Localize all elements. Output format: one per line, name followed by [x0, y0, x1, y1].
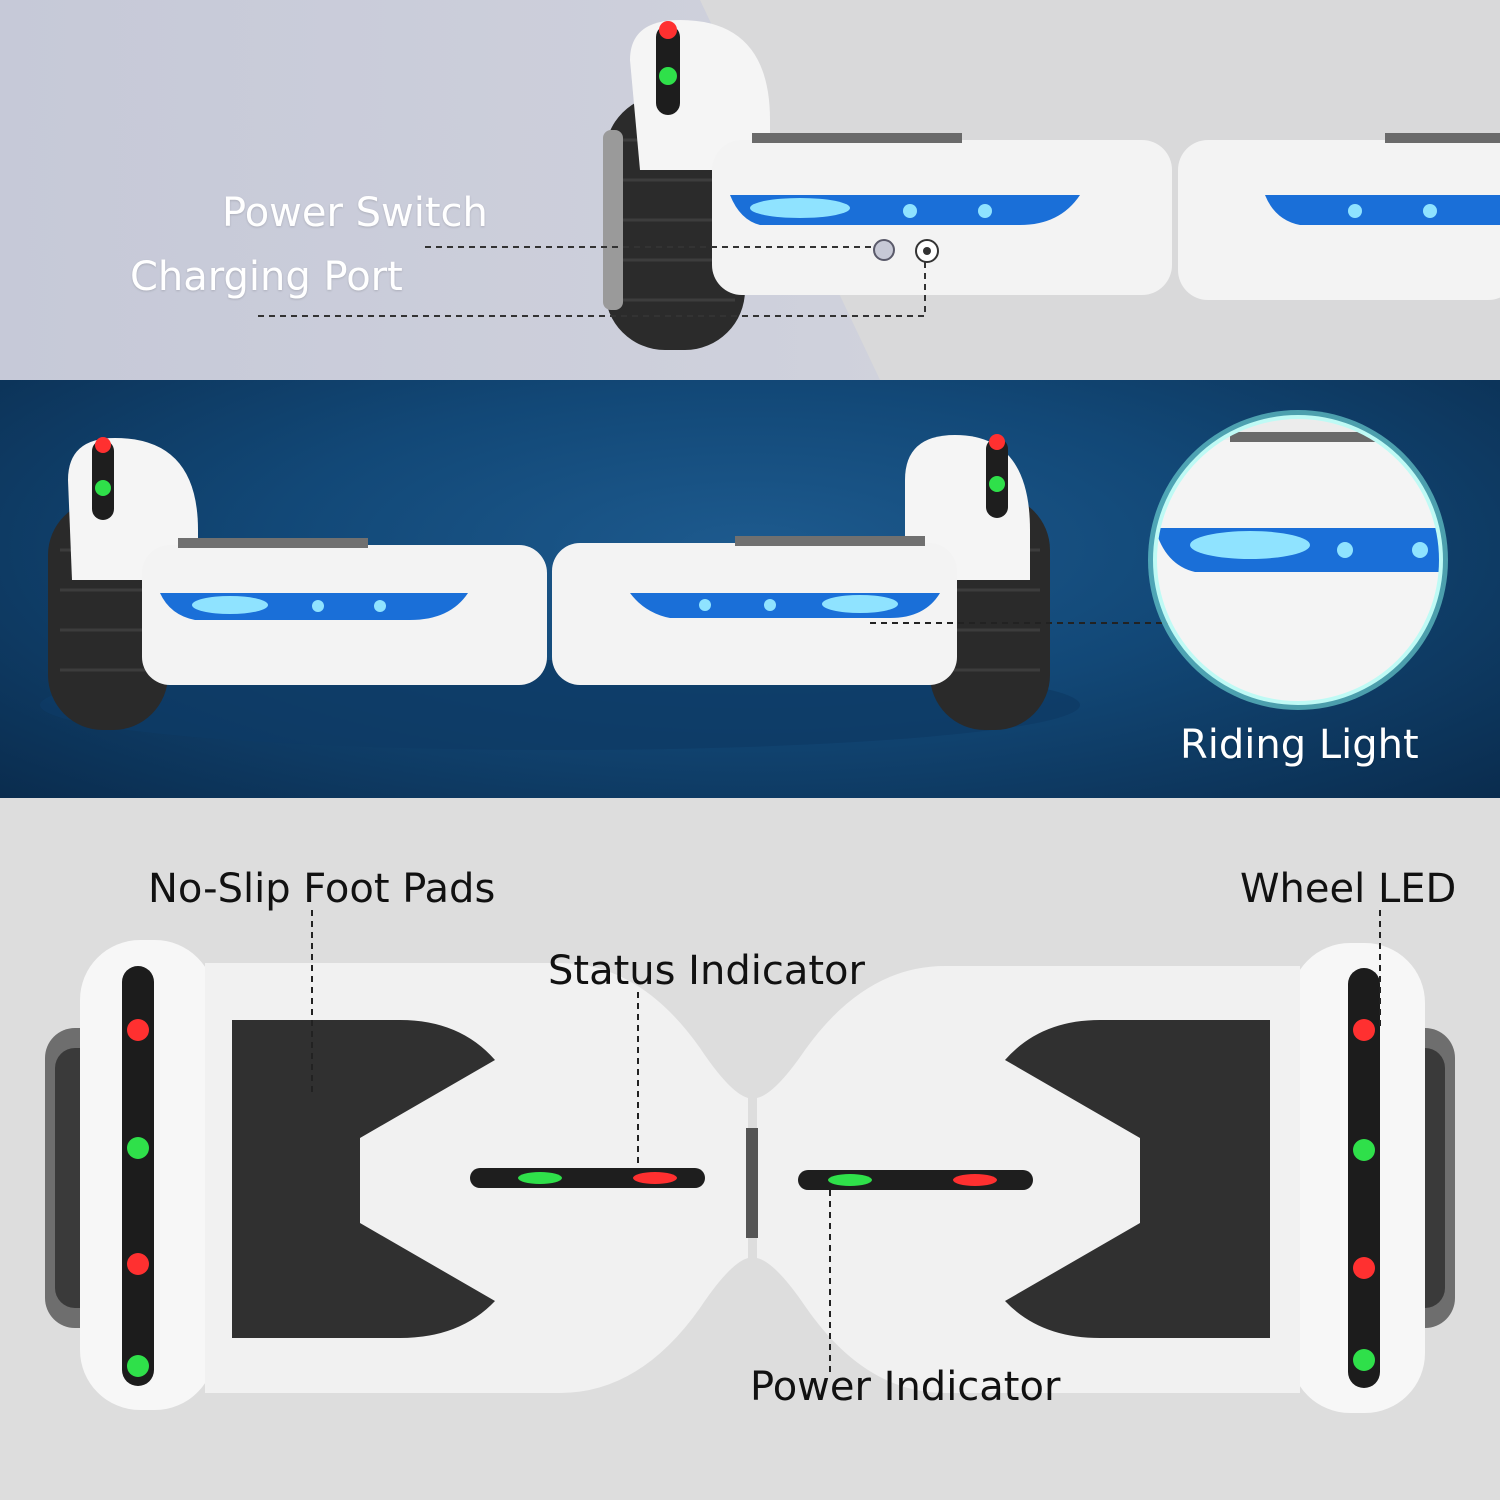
riding-light-zoom [1155, 417, 1441, 703]
status-indicator-label: Status Indicator [548, 948, 865, 994]
riding-light-label: Riding Light [1180, 722, 1419, 768]
side-view-illustration [258, 0, 1500, 380]
power-indicator-label: Power Indicator [750, 1364, 1061, 1410]
charging-port-leader [258, 262, 926, 317]
power-switch-button [873, 239, 895, 261]
front-view-illustration [40, 410, 1448, 750]
bottom-panel-top-view: No-Slip Foot Pads Wheel LED Status Indic… [0, 798, 1500, 1500]
top-view-illustration [45, 910, 1455, 1413]
right-wheel-led-strip [1348, 968, 1380, 1388]
left-foot-pad [232, 1020, 495, 1338]
right-foot-pad [1005, 1020, 1270, 1338]
middle-panel-front-view: Riding Light [0, 380, 1500, 798]
charging-port-label: Charging Port [130, 254, 403, 300]
left-wheel-led-strip [122, 966, 154, 1386]
top-panel-side-view: Power Switch Charging Port [0, 0, 1500, 380]
wheel-led-label: Wheel LED [1240, 866, 1457, 912]
riding-light-right [1265, 195, 1500, 225]
power-switch-label: Power Switch [222, 190, 488, 236]
no-slip-foot-pads-label: No-Slip Foot Pads [148, 866, 496, 912]
